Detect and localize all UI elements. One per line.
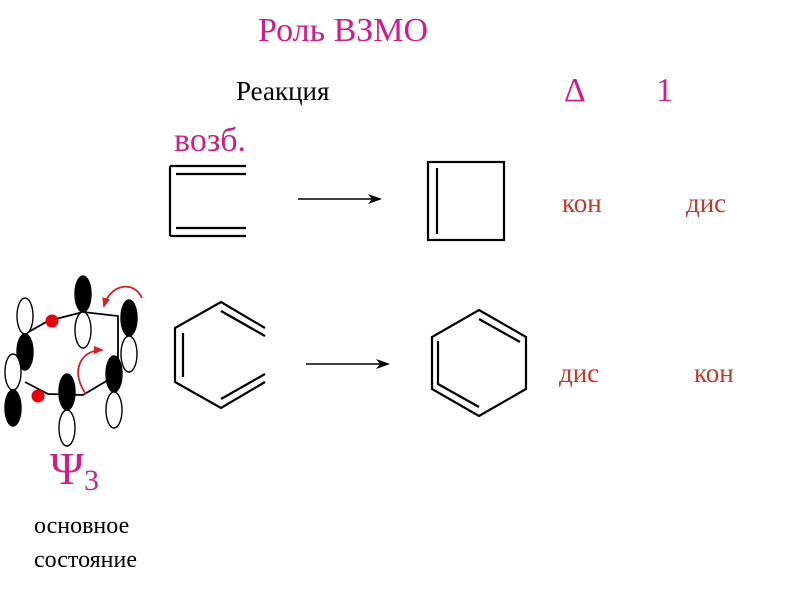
rotation-arrow-bottom (77, 346, 104, 395)
p-orbital-c4 (105, 355, 123, 429)
p-orbital-c3 (120, 299, 138, 373)
reaction-label: Реакция (236, 76, 330, 106)
p-orbital-c2 (74, 275, 92, 349)
ground-state-label-line1: основное (34, 513, 130, 539)
psi3-orbital-diagram (4, 275, 143, 447)
thermal-column-header: Δ (564, 72, 586, 109)
column-header-one: 1 (656, 72, 673, 109)
psi-index: 3 (83, 464, 99, 497)
row2-other-answer: кон (694, 358, 734, 388)
butadiene-structure (168, 164, 246, 238)
psi-symbol: Ψ (50, 443, 84, 494)
excited-label: возб. (174, 122, 247, 159)
cyclobutene-structure (426, 160, 506, 242)
p-orbital-c1 (16, 297, 34, 371)
node-dot-lower (31, 389, 45, 403)
p-orbital-c6 (4, 353, 22, 427)
node-dot-upper (45, 314, 59, 328)
cyclohexadiene-structure (430, 308, 528, 418)
rotation-arrow-top (102, 285, 143, 308)
row1-other-answer: дис (686, 188, 727, 218)
slide-title: Роль ВЗМО (258, 12, 429, 49)
row1-thermal-answer: кон (562, 188, 602, 218)
row2-thermal-answer: дис (559, 358, 600, 388)
psi3-label: Ψ3 (50, 446, 99, 496)
ground-state-label-line2: состояние (34, 547, 137, 573)
hexatriene-structure (173, 300, 266, 410)
p-orbital-c5 (58, 373, 76, 447)
